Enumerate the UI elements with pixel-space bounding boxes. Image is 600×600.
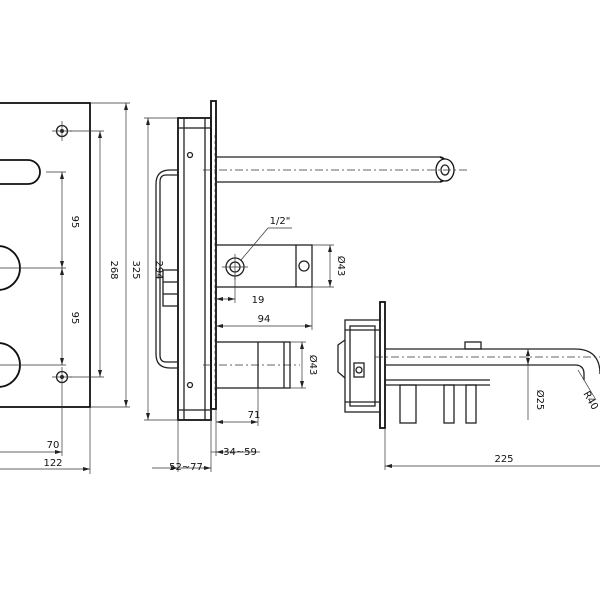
dim-side-d43-top: Ø43 [335,256,347,277]
front-plate [0,102,91,408]
dim-front-95-top: 95 [69,216,80,229]
dim-side-294: 294 [153,260,164,279]
dim-spout-d25: Ø25 [534,390,546,411]
installed-handle-2 [465,384,477,424]
dim-side-71: 71 [248,410,261,421]
dim-depth-52-77: 52~77 [169,462,203,473]
dim-side-94: 94 [258,314,271,325]
dim-front-95-bottom: 95 [69,312,80,325]
dim-spout-225: 225 [494,454,513,465]
installed-body [344,319,381,413]
dim-depth-34-59: 34~59 [223,447,257,458]
side-valve-top [215,244,313,288]
dim-front-325: 325 [130,260,141,279]
installed-handle-1 [443,384,455,424]
dim-side-19: 19 [252,295,265,306]
mount-screw-bottom [52,367,72,387]
side-bracket [159,174,178,363]
installed-spout [385,348,600,375]
dim-front-122: 122 [43,458,62,469]
installed-view: Ø25 R40 225 [337,301,600,470]
dim-front-268: 268 [108,260,119,279]
front-spout-outlet [0,159,41,185]
dim-side-d43-bottom: Ø43 [307,355,319,376]
installed-wall-plate [379,301,386,429]
front-view: 95 95 268 325 70 122 [0,102,141,474]
dim-thread-size: 1/2" [270,216,291,227]
side-body-frame [177,117,212,421]
mount-screw-top [52,121,72,141]
dim-spout-r40: R40 [580,389,599,412]
dim-front-70: 70 [47,440,60,451]
side-view: Ø43 1/2" 19 94 Ø43 [144,100,470,473]
installed-valve-stub [399,384,417,424]
